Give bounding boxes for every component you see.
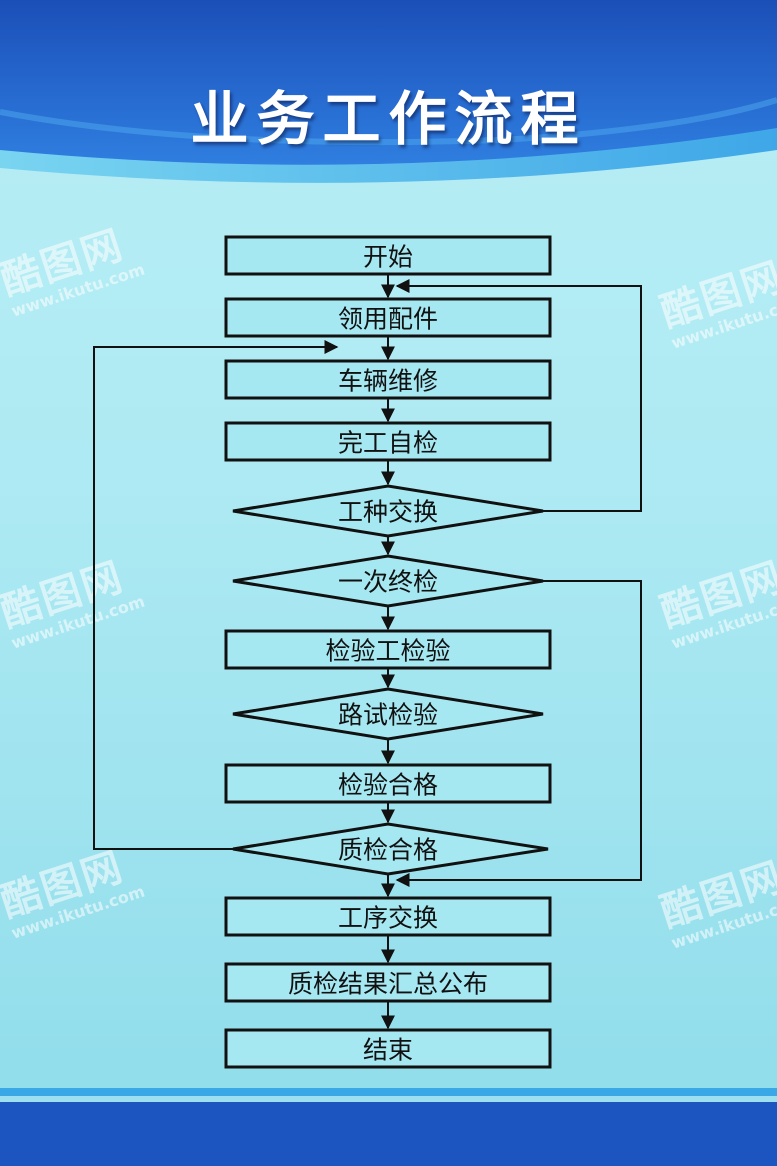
node-label: 检验合格: [338, 771, 438, 800]
node-parts: [224, 297, 552, 338]
node-selfcheck: [224, 421, 552, 462]
page-title: 业务工作流程: [190, 85, 587, 153]
loop-edge-handover: [395, 279, 642, 512]
loop-edge-qc-fail: [93, 340, 339, 850]
node-roadtest: [232, 687, 544, 741]
node-label: 车辆维修: [338, 367, 438, 396]
node-repair: [224, 359, 552, 400]
node-label: 工种交换: [338, 498, 438, 527]
node-label: 质检合格: [338, 836, 438, 865]
node-qcpassed: [232, 822, 549, 876]
node-handover2: [224, 896, 552, 937]
node-label: 领用配件: [338, 305, 438, 334]
node-label: 质检结果汇总公布: [288, 970, 488, 999]
footer-banner: [0, 1088, 777, 1166]
node-label: 检验工检验: [325, 637, 450, 666]
node-label: 开始: [363, 243, 413, 272]
loop-edge-finalcheck: [395, 580, 642, 887]
node-label: 路试检验: [338, 701, 438, 730]
node-label: 工序交换: [338, 904, 438, 933]
node-start: [224, 235, 552, 276]
node-label: 一次终检: [338, 568, 438, 597]
node-label: 完工自检: [338, 429, 438, 458]
node-end: [224, 1028, 552, 1069]
header-banner: [0, 0, 777, 183]
node-label: 结束: [363, 1036, 413, 1065]
